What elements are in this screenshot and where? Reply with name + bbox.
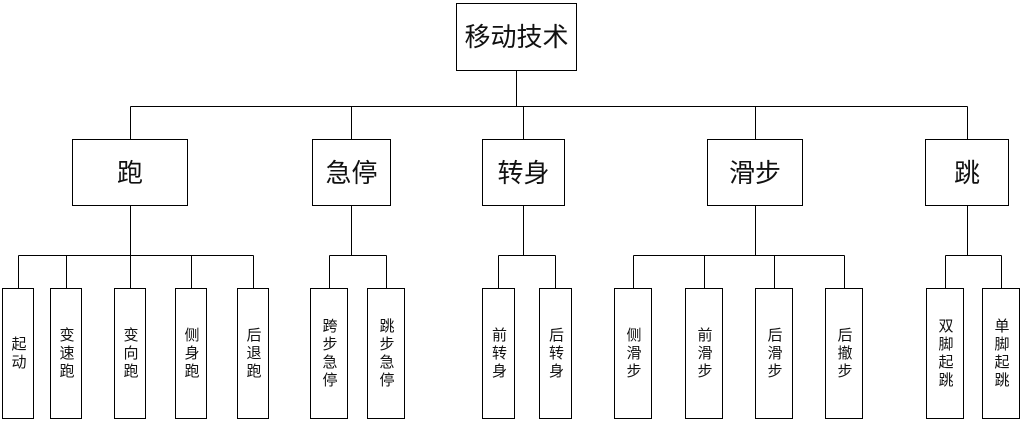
leaf-label: 单脚起跳 (992, 317, 1010, 390)
leaf-variable-speed-run: 变速跑 (50, 288, 82, 419)
leaf-label: 前转身 (490, 326, 507, 381)
leaf-label: 前滑步 (695, 326, 713, 381)
leaf-label: 跨步急停 (320, 317, 338, 390)
leaf-backward-slide-step: 后滑步 (755, 288, 793, 419)
branch-jump: 跳 (925, 139, 1009, 206)
leaf-label: 后转身 (547, 326, 564, 381)
branch-turn: 转身 (482, 139, 565, 206)
leaf-label: 起动 (9, 335, 27, 372)
leaf-label: 侧身跑 (182, 326, 200, 381)
leaf-rear-turn: 后转身 (539, 288, 572, 419)
leaf-drop-step: 后撤步 (825, 288, 863, 419)
root-node-mobility-technique: 移动技术 (456, 3, 577, 71)
leaf-label: 侧滑步 (624, 326, 642, 381)
leaf-side-slide-step: 侧滑步 (614, 288, 652, 419)
leaf-label: 后撤步 (835, 326, 853, 381)
leaf-change-direction-run: 变向跑 (114, 288, 146, 419)
leaf-label: 后滑步 (765, 326, 783, 381)
leaf-forward-slide-step: 前滑步 (685, 288, 723, 419)
leaf-jump-sudden-stop: 跳步急停 (367, 288, 405, 419)
leaf-side-body-run: 侧身跑 (175, 288, 207, 419)
leaf-one-foot-takeoff-jump: 单脚起跳 (982, 288, 1020, 419)
leaf-two-foot-takeoff-jump: 双脚起跳 (926, 288, 964, 419)
leaf-label: 变向跑 (121, 326, 139, 381)
leaf-label: 双脚起跳 (936, 317, 954, 390)
branch-run: 跑 (72, 139, 188, 206)
branch-slide-step: 滑步 (707, 139, 803, 206)
leaf-start: 起动 (2, 288, 34, 419)
leaf-label: 变速跑 (57, 326, 75, 381)
leaf-label: 跳步急停 (377, 317, 395, 390)
branch-sudden-stop: 急停 (312, 139, 391, 206)
leaf-label: 后退跑 (244, 326, 262, 381)
leaf-stride-sudden-stop: 跨步急停 (310, 288, 348, 419)
leaf-front-turn: 前转身 (482, 288, 515, 419)
leaf-backward-run: 后退跑 (237, 288, 269, 419)
